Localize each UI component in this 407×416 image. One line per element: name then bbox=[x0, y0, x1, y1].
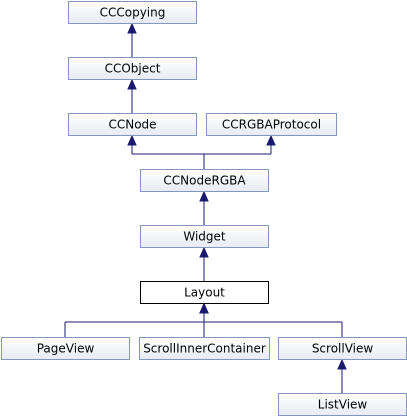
class-node-box bbox=[68, 1, 197, 24]
class-node-scrollview[interactable]: ScrollView bbox=[278, 337, 407, 360]
class-node-box bbox=[140, 281, 269, 304]
class-node-box bbox=[140, 169, 269, 192]
class-node-layout: Layout bbox=[140, 281, 269, 304]
class-node-label: ListView bbox=[318, 398, 368, 412]
class-node-label: CCCopying bbox=[100, 6, 166, 20]
edge-listview-to-scrollview bbox=[337, 358, 347, 393]
edge-ccobject-to-cccopying bbox=[127, 22, 137, 57]
edge-ccnodergba-to-ccrgbaprotocol bbox=[203, 134, 276, 169]
edge-pageview-to-layout bbox=[64, 302, 209, 337]
edge-ccnode-to-ccobject bbox=[127, 78, 137, 113]
class-node-label: CCNode bbox=[108, 118, 156, 132]
class-node-box bbox=[139, 337, 270, 360]
class-node-box bbox=[206, 113, 337, 136]
class-node-widget[interactable]: Widget bbox=[140, 225, 269, 248]
class-node-label: ScrollView bbox=[312, 342, 374, 356]
edges-layer bbox=[64, 22, 347, 393]
class-node-ccnode[interactable]: CCNode bbox=[68, 113, 197, 136]
class-node-ccobject[interactable]: CCObject bbox=[68, 57, 197, 80]
edge-widget-to-ccnodergba bbox=[199, 190, 209, 225]
class-node-label: ScrollInnerContainer bbox=[143, 342, 266, 356]
class-node-label: Widget bbox=[183, 230, 226, 244]
class-node-label: PageView bbox=[37, 342, 95, 356]
class-node-scrollinnercontainer[interactable]: ScrollInnerContainer bbox=[139, 337, 270, 360]
class-node-pageview[interactable]: PageView bbox=[1, 337, 130, 360]
class-node-listview[interactable]: ListView bbox=[278, 393, 407, 416]
class-node-box bbox=[1, 337, 130, 360]
class-node-box bbox=[68, 113, 197, 136]
class-node-ccrgbaprotocol[interactable]: CCRGBAProtocol bbox=[206, 113, 337, 136]
class-node-label: Layout bbox=[184, 286, 225, 300]
class-node-cccopying[interactable]: CCCopying bbox=[68, 1, 197, 24]
class-node-box bbox=[140, 225, 269, 248]
class-node-ccnodergba[interactable]: CCNodeRGBA bbox=[140, 169, 269, 192]
edge-ccnodergba-to-ccnode bbox=[127, 134, 205, 169]
edge-scrollview-to-layout bbox=[199, 302, 343, 337]
class-node-box bbox=[68, 57, 197, 80]
class-node-label: CCObject bbox=[105, 62, 161, 76]
class-node-label: CCRGBAProtocol bbox=[222, 118, 321, 132]
edge-layout-to-widget bbox=[199, 246, 209, 281]
class-node-label: CCNodeRGBA bbox=[163, 174, 246, 188]
